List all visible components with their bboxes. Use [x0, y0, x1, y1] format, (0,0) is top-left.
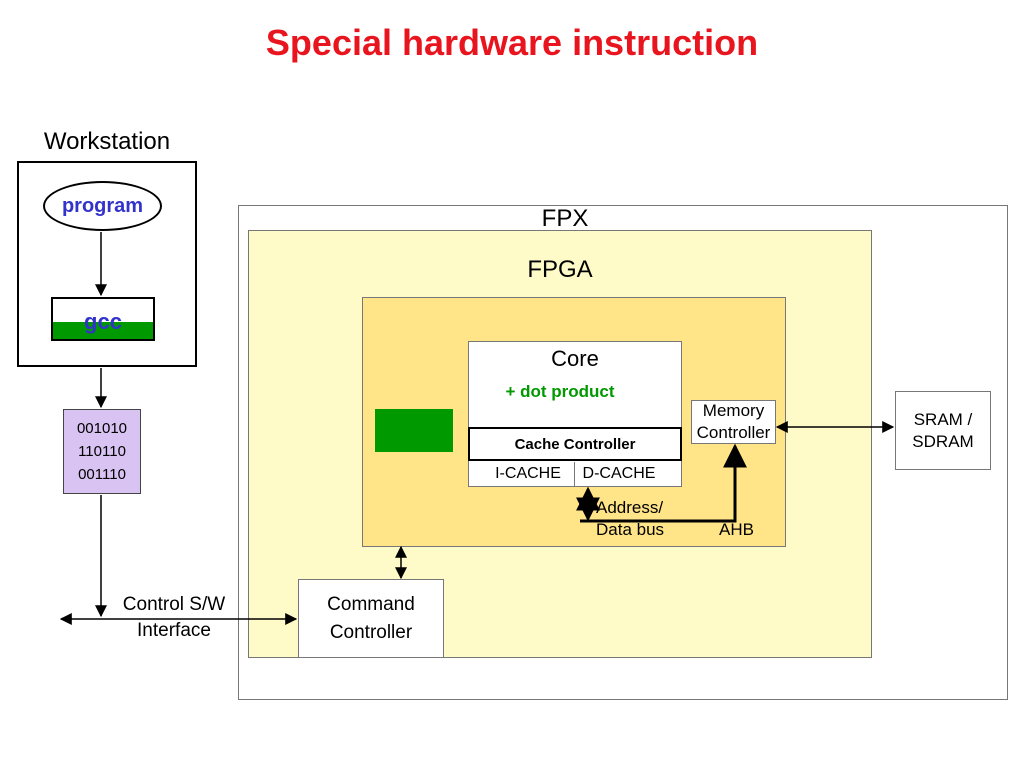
fpx-label: FPX	[541, 205, 589, 229]
gcc-label: gcc	[84, 309, 122, 334]
control-interface-line1: Control S/W	[122, 594, 226, 615]
control-interface-label: Control S/W Interface	[104, 592, 244, 644]
command-controller[interactable]: Command Controller	[298, 579, 444, 658]
cache-divider	[574, 462, 575, 486]
icache-label: I-CACHE	[495, 465, 561, 482]
memory-controller-line1: Memory	[702, 401, 765, 420]
binary-line: 001110	[78, 466, 126, 483]
core-label: Core	[551, 346, 599, 371]
bus-label-line1: Address/	[596, 498, 664, 517]
sram-sdram[interactable]: SRAM / SDRAM	[895, 391, 991, 470]
gcc-compiler[interactable]: gcc	[51, 297, 155, 341]
command-controller-line2: Controller	[329, 621, 413, 643]
green-hardware-block[interactable]	[375, 409, 453, 452]
control-interface-line2: Interface	[137, 620, 211, 641]
binary-line: 110110	[78, 443, 126, 460]
cache-controller[interactable]: Cache Controller	[468, 427, 682, 461]
address-data-bus-label: Address/ Data bus	[596, 497, 686, 541]
icache[interactable]: I-CACHE	[482, 462, 574, 486]
fpga-label: FPGA	[527, 256, 593, 283]
sram-line2: SDRAM	[912, 431, 974, 451]
cache-controller-label: Cache Controller	[514, 435, 636, 453]
memory-controller-line2: Controller	[696, 423, 771, 442]
workstation-label: Workstation	[43, 128, 171, 155]
binary-code-box: 001010 110110 001110	[63, 409, 141, 494]
program-node[interactable]: program	[43, 181, 162, 231]
program-label: program	[61, 194, 144, 217]
workstation-box	[17, 161, 197, 367]
page-title: Special hardware instruction	[265, 22, 759, 63]
dcache[interactable]: D-CACHE	[575, 462, 663, 486]
sram-line1: SRAM /	[913, 409, 973, 429]
binary-line: 001010	[76, 420, 128, 437]
command-controller-line1: Command	[327, 593, 415, 615]
core-block[interactable]	[468, 341, 682, 487]
dot-product-label: + dot product	[505, 382, 615, 401]
ahb-label: AHB	[719, 520, 754, 539]
dcache-label: D-CACHE	[582, 465, 656, 482]
bus-label-line2: Data bus	[596, 520, 665, 539]
memory-controller[interactable]: Memory Controller	[691, 400, 776, 444]
